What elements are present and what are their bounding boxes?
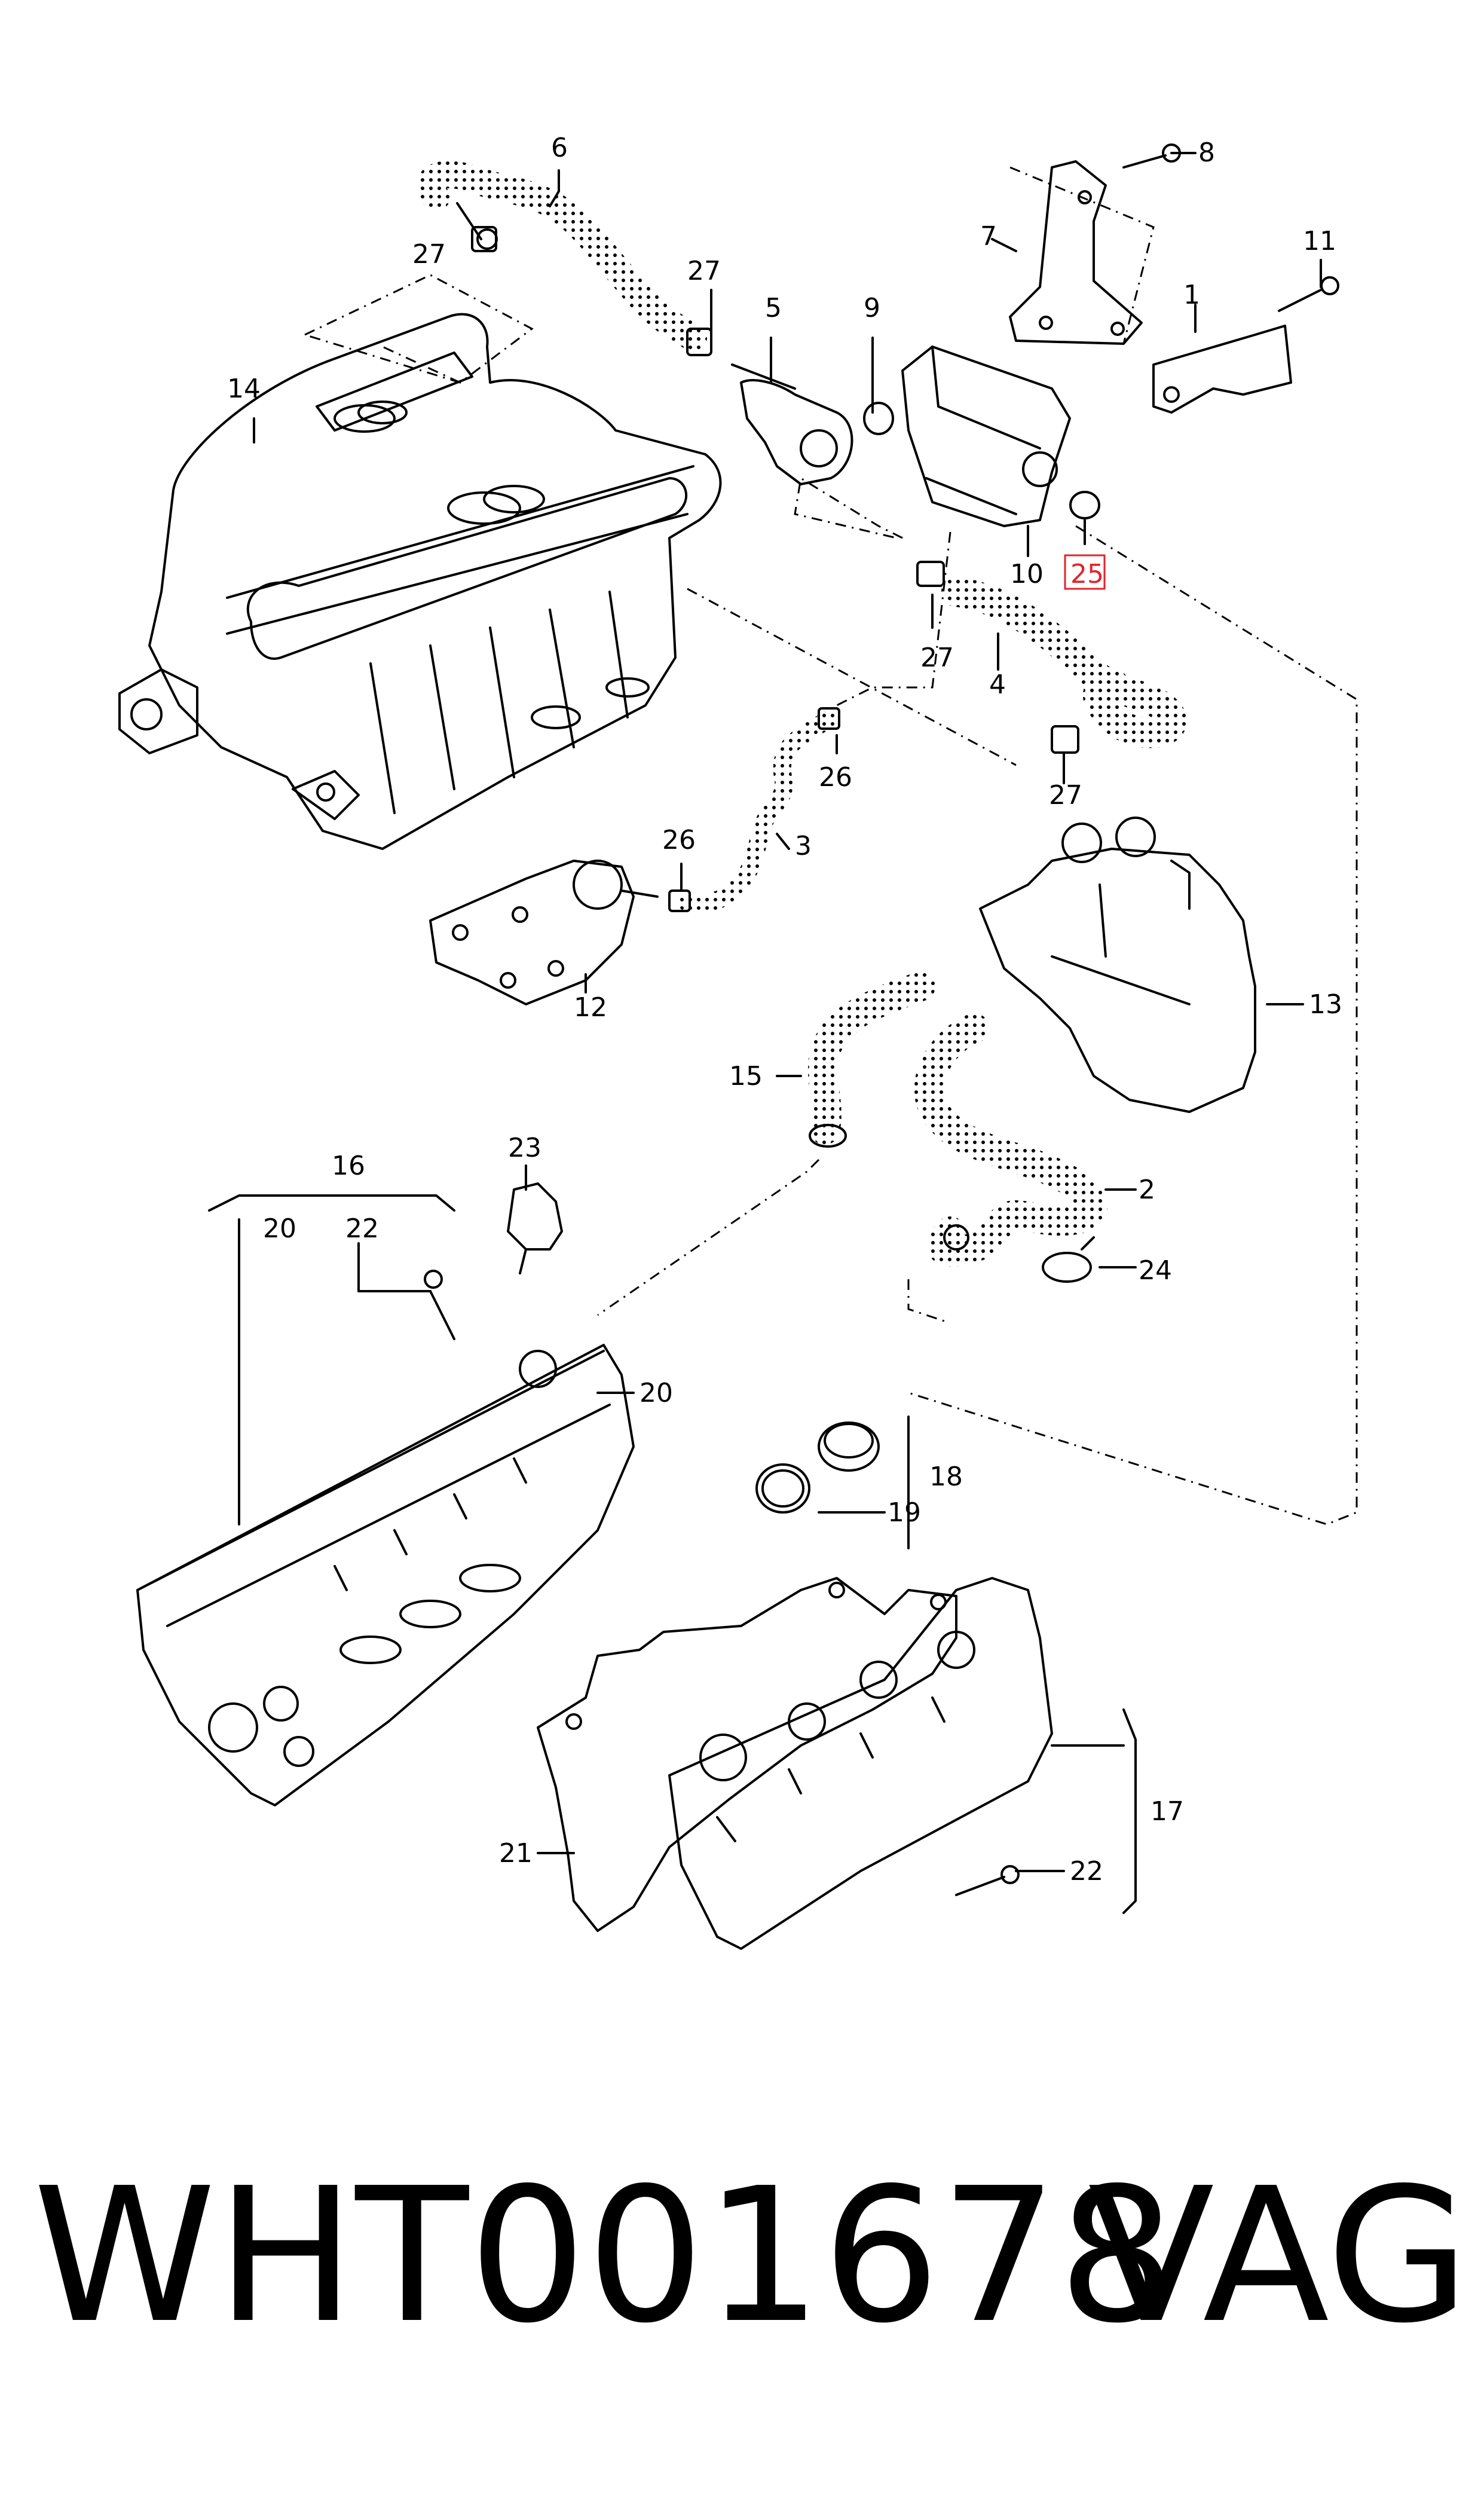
clamp-part-24 (1042, 1236, 1095, 1283)
label-part-17: 17 (1151, 1796, 1184, 1827)
label-part-3: 3 (795, 831, 812, 861)
bracket-part-1 (1152, 325, 1292, 414)
label-part-24: 24 (1139, 1255, 1172, 1286)
label-part-16: 16 (332, 1151, 365, 1181)
valve-part-5 (731, 363, 853, 485)
label-part-1: 1 (1183, 280, 1200, 310)
bolt-part-8 (1122, 143, 1181, 169)
label-part-4: 4 (989, 669, 1006, 700)
label-part-27-c: 27 (920, 643, 954, 673)
label-part-5: 5 (765, 293, 782, 323)
clip-part-27-c (916, 561, 945, 587)
label-part-26-a: 26 (819, 762, 852, 793)
label-part-14: 14 (227, 374, 261, 404)
breather-hose-part-6 (416, 161, 707, 351)
highlight-box-part-25 (1064, 554, 1106, 590)
label-part-21: 21 (499, 1838, 533, 1869)
bolt-part-11 (1278, 276, 1339, 312)
label-part-18: 18 (929, 1462, 963, 1492)
seal-part-19 (755, 1463, 810, 1514)
label-part-9: 9 (864, 293, 880, 323)
label-part-13: 13 (1309, 989, 1342, 1020)
label-part-20-a: 20 (263, 1213, 296, 1244)
cylinder-head-part-20 (136, 1344, 635, 1806)
label-part-7: 7 (980, 221, 997, 252)
clip-part-27-d (1051, 725, 1079, 754)
part-number-caption: WHT001678 (33, 2148, 1176, 2364)
label-part-23: 23 (508, 1133, 541, 1163)
breather-hose-part-2 (914, 1013, 1107, 1267)
breather-hose-part-4 (941, 577, 1187, 748)
label-part-25: 25 (1070, 559, 1104, 589)
label-part-27-a: 27 (412, 239, 446, 270)
valve-cover-part-17 (668, 1577, 1053, 1950)
label-part-12: 12 (574, 992, 607, 1023)
label-part-11: 11 (1303, 226, 1336, 256)
filler-cap-part-18 (818, 1421, 880, 1472)
label-part-22-a: 22 (345, 1213, 379, 1244)
label-part-6: 6 (551, 133, 568, 163)
label-part-26-b: 26 (662, 825, 696, 855)
bolt-part-22-a (424, 1270, 455, 1340)
label-part-20-b: 20 (640, 1378, 673, 1408)
oil-separator-part-13 (979, 817, 1256, 1113)
label-part-22-b: 22 (1070, 1856, 1103, 1887)
oil-separator-part-10 (901, 346, 1071, 527)
part-labels: 6 8 7 11 27 27 1 5 9 14 10 25 27 4 26 27… (227, 133, 1342, 1887)
label-part-15: 15 (729, 1061, 763, 1092)
clip-part-27-b (686, 328, 712, 356)
o-ring-part-9 (863, 402, 894, 435)
label-part-2: 2 (1139, 1175, 1155, 1205)
label-part-19: 19 (888, 1497, 921, 1528)
gasket-part-21 (537, 1577, 957, 1932)
bolt-part-22-b (955, 1865, 1020, 1896)
bracket-part-7 (1009, 160, 1143, 345)
label-part-10: 10 (1010, 559, 1044, 589)
label-part-27-b: 27 (687, 256, 721, 286)
intake-manifold-part-14 (118, 313, 722, 850)
flange-part-12 (429, 860, 659, 1005)
o-ring-part-25 (1069, 491, 1100, 519)
label-part-27-d: 27 (1049, 780, 1082, 811)
brand-caption: VAG (1088, 2148, 1470, 2364)
breather-hose-part-3 (668, 707, 840, 913)
label-part-8: 8 (1198, 137, 1215, 168)
clip-part-27-a (471, 226, 497, 252)
breather-hose-part-15 (808, 971, 935, 1148)
sensor-part-23 (507, 1182, 563, 1274)
